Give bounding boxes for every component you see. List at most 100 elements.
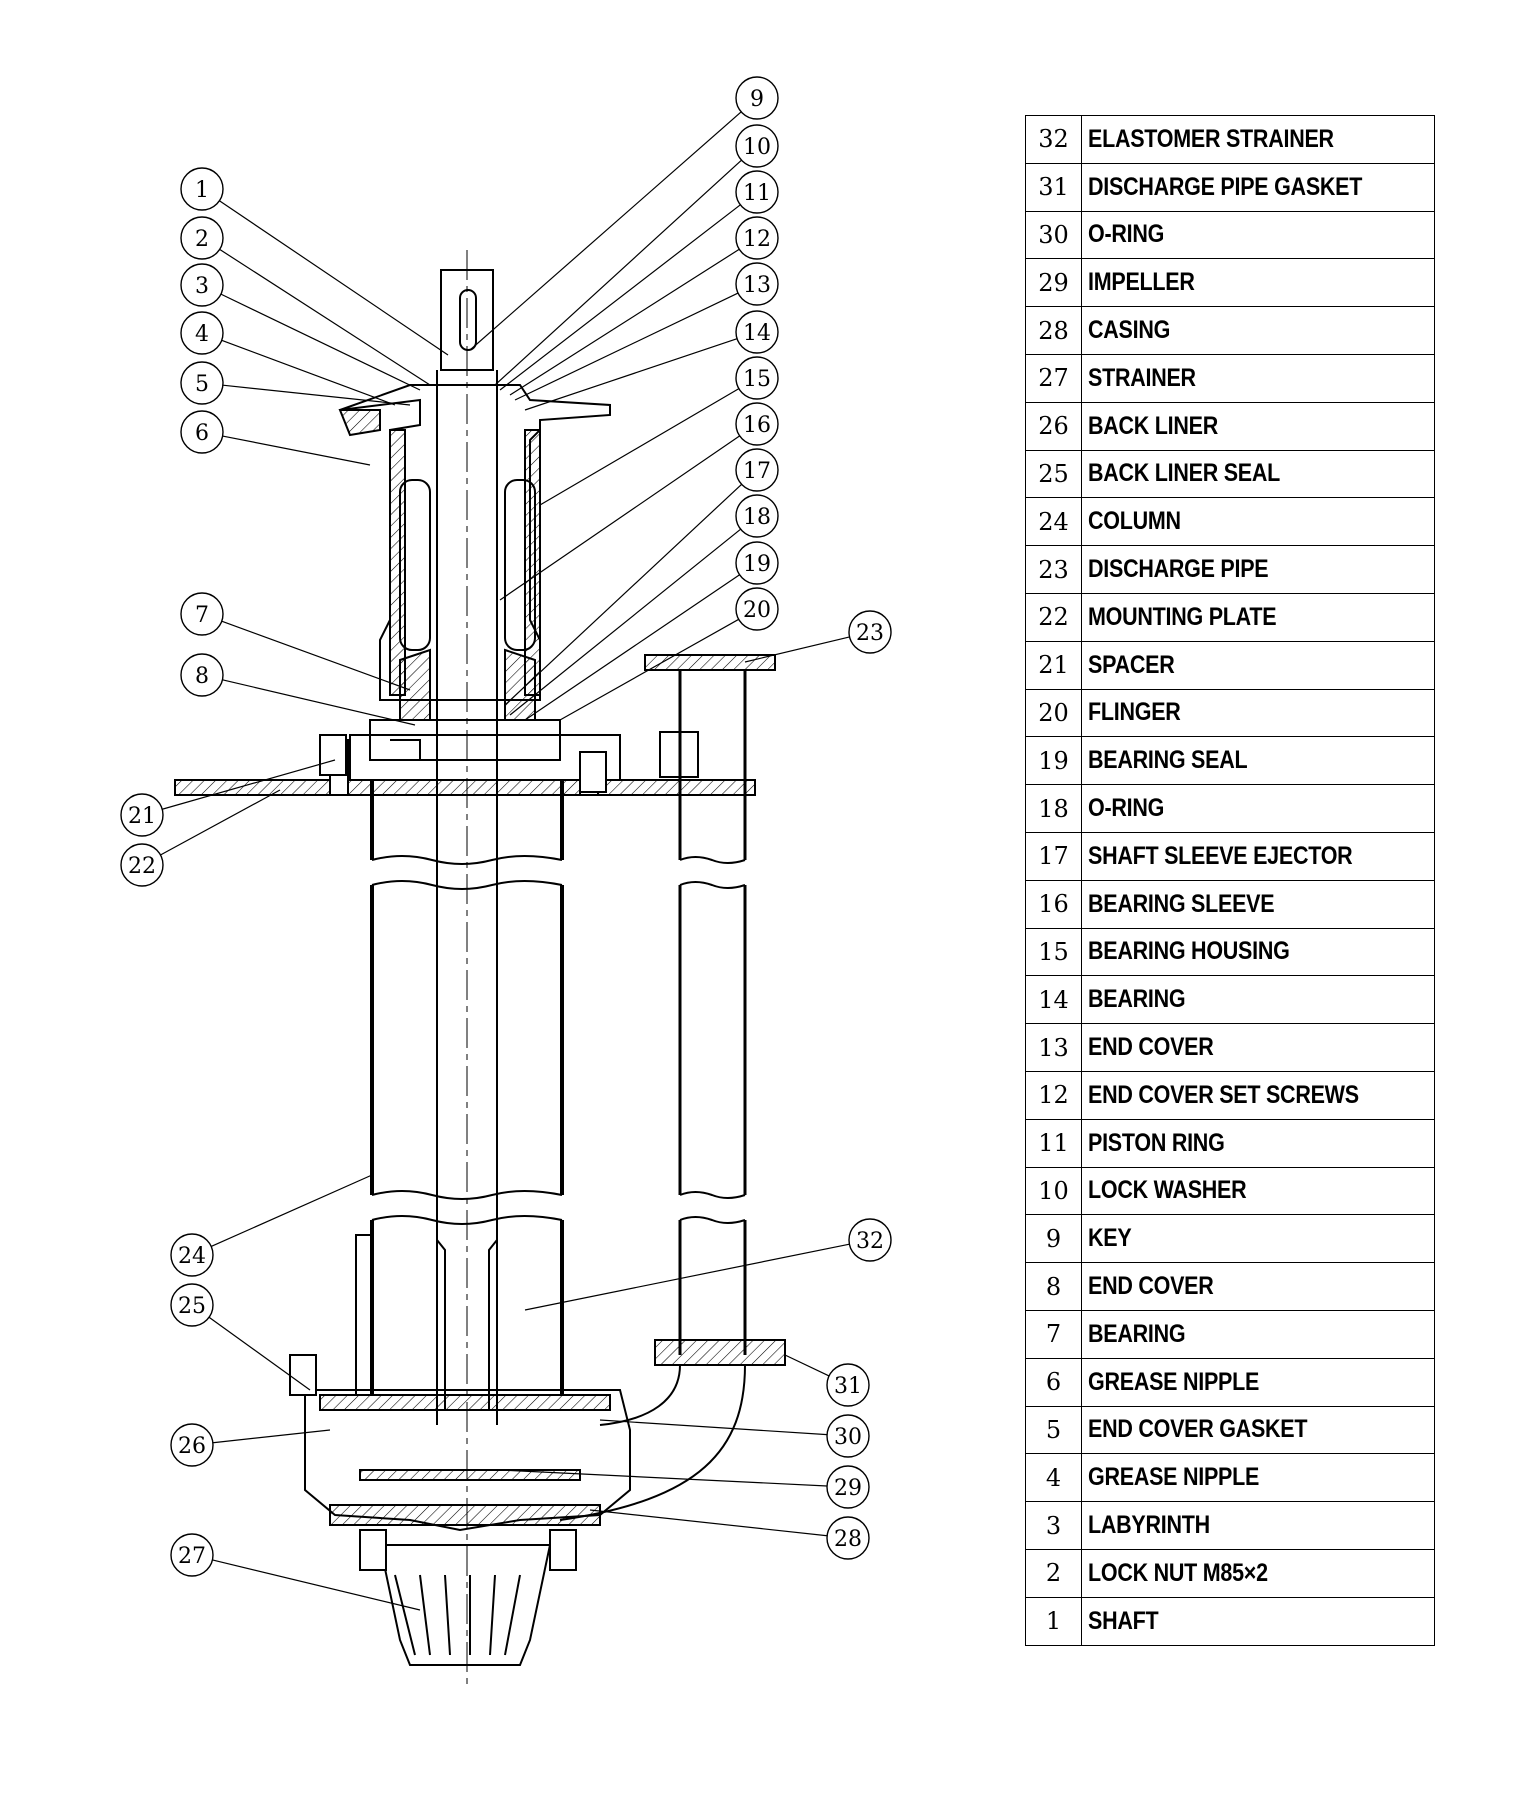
part-name-text: KEY xyxy=(1088,1224,1132,1253)
part-name-text: SPACER xyxy=(1088,650,1175,679)
part-name-text: LABYRINTH xyxy=(1088,1511,1210,1539)
callout-number: 28 xyxy=(834,1527,862,1552)
part-number: 8 xyxy=(1025,1262,1082,1311)
part-name: END COVER SET SCREWS xyxy=(1081,1070,1435,1120)
part-number: 22 xyxy=(1025,592,1082,642)
callout-leader-line xyxy=(524,338,738,411)
callout-number: 13 xyxy=(743,273,771,298)
part-name: CASING xyxy=(1081,306,1435,355)
part-name: COLUMN xyxy=(1081,497,1435,547)
callout-number: 15 xyxy=(743,367,771,392)
callout-number: 31 xyxy=(834,1374,862,1399)
callout-number: 10 xyxy=(743,135,771,160)
callout-bubble: 13 xyxy=(735,262,779,306)
callout-bubble: 24 xyxy=(170,1233,214,1277)
callout-bubble: 23 xyxy=(848,610,892,654)
part-name: BEARING xyxy=(1081,975,1435,1025)
callout-number: 25 xyxy=(178,1294,206,1319)
part-name: FLINGER xyxy=(1081,688,1435,738)
part-name: BACK LINER SEAL xyxy=(1081,449,1435,499)
callout-number: 12 xyxy=(743,227,771,252)
callout-number: 18 xyxy=(743,505,771,530)
part-name: LABYRINTH xyxy=(1081,1501,1435,1550)
callout-circle xyxy=(735,541,779,585)
callout-bubble: 31 xyxy=(826,1363,870,1407)
callout-number: 16 xyxy=(743,413,771,438)
callout-leader-line xyxy=(509,248,740,396)
callout-circle xyxy=(170,1233,214,1277)
callout-bubble: 12 xyxy=(735,216,779,260)
part-name-text: BEARING SEAL xyxy=(1088,746,1248,775)
part-name: KEY xyxy=(1081,1214,1435,1264)
callout-leader-line xyxy=(499,1469,828,1487)
callout-number: 21 xyxy=(128,804,156,829)
part-name-text: ELASTOMER STRAINER xyxy=(1088,124,1334,153)
part-number: 21 xyxy=(1025,640,1082,690)
callout-number: 17 xyxy=(743,459,771,484)
callout-leader-line xyxy=(469,111,742,351)
part-name-text: SHAFT SLEEVE EJECTOR xyxy=(1088,841,1353,870)
part-name-text: BACK LINER xyxy=(1088,411,1219,440)
callout-circle xyxy=(180,167,224,211)
callout-bubble: 15 xyxy=(735,356,779,400)
callout-bubble: 26 xyxy=(170,1423,214,1467)
callout-bubble: 6 xyxy=(180,410,224,454)
callout-circle xyxy=(735,402,779,446)
part-number: 12 xyxy=(1025,1070,1082,1120)
callout-bubble: 28 xyxy=(826,1516,870,1560)
callout-number: 9 xyxy=(750,87,764,112)
callout-circle xyxy=(826,1516,870,1560)
callout-leader-line xyxy=(222,679,416,726)
callout-number: 11 xyxy=(743,181,771,206)
callout-leader-line xyxy=(744,636,850,663)
callout-bubble: 32 xyxy=(848,1218,892,1262)
part-number: 31 xyxy=(1025,162,1082,212)
callout-number: 26 xyxy=(178,1434,206,1459)
callout-circle xyxy=(180,263,224,307)
callout-circle xyxy=(180,311,224,355)
callout-number: 3 xyxy=(195,274,209,299)
callout-bubble: 21 xyxy=(120,793,164,837)
part-number: 15 xyxy=(1025,927,1082,977)
callout-number: 8 xyxy=(195,664,209,689)
part-number: 28 xyxy=(1025,306,1082,355)
callout-leader-line xyxy=(559,618,739,721)
callout-circle xyxy=(180,361,224,405)
callout-circle xyxy=(120,793,164,837)
callout-leader-line xyxy=(524,1243,850,1311)
callout-leader-line xyxy=(784,1354,830,1377)
part-name-text: BEARING HOUSING xyxy=(1088,937,1290,966)
callout-bubble: 18 xyxy=(735,494,779,538)
callout-bubble: 14 xyxy=(735,310,779,354)
callout-leader-line xyxy=(494,159,742,386)
callout-bubble: 30 xyxy=(826,1414,870,1458)
part-number: 19 xyxy=(1025,736,1082,786)
part-number: 10 xyxy=(1025,1166,1082,1216)
part-name-text: GREASE NIPPLE xyxy=(1088,1463,1260,1492)
callout-bubble: 17 xyxy=(735,448,779,492)
callout-leader-line xyxy=(221,620,411,691)
callout-number: 14 xyxy=(743,321,771,346)
part-name-text: END COVER SET SCREWS xyxy=(1088,1080,1359,1109)
part-name-text: BEARING xyxy=(1088,985,1186,1014)
part-number: 20 xyxy=(1025,688,1082,738)
callout-bubble: 11 xyxy=(735,170,779,214)
part-name: IMPELLER xyxy=(1081,258,1435,308)
callout-leader-line xyxy=(509,528,742,716)
callout-circle xyxy=(735,124,779,168)
part-number: 30 xyxy=(1025,210,1082,260)
callout-bubble: 29 xyxy=(826,1465,870,1509)
part-number: 32 xyxy=(1025,115,1082,164)
part-name-text: STRAINER xyxy=(1088,363,1196,392)
part-name: SHAFT SLEEVE EJECTOR xyxy=(1081,831,1435,881)
